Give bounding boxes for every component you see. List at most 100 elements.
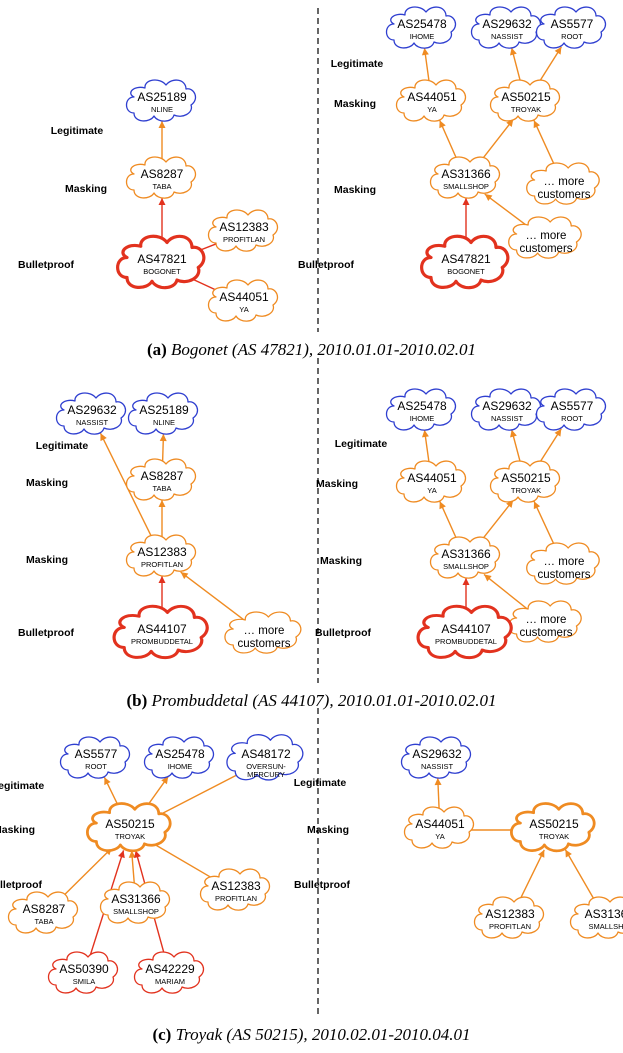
as-number: AS44051	[219, 290, 269, 304]
caption-b-text: Prombuddetal (AS 44107), 2010.01.01-2010…	[151, 691, 497, 710]
as-number: AS12383	[219, 220, 269, 234]
as-name: YA	[435, 832, 444, 841]
as-name: YA	[427, 105, 436, 114]
arrowhead	[118, 850, 125, 859]
arrowhead	[104, 777, 111, 786]
arrowhead	[439, 501, 446, 510]
as-number: AS50215	[501, 471, 551, 485]
arrowhead	[161, 776, 169, 785]
as-name: PROFITLAN	[489, 922, 531, 931]
as-number: AS25189	[137, 90, 187, 104]
arrowhead	[554, 428, 562, 437]
arrowhead	[462, 578, 470, 585]
arrowhead	[484, 194, 493, 202]
as-name: ROOT	[561, 32, 583, 41]
as-name: TROYAK	[511, 105, 541, 114]
caption-c-text: Troyak (AS 50215), 2010.02.01-2010.04.01	[175, 1025, 471, 1044]
edge	[484, 193, 528, 227]
as-number: AS50390	[59, 962, 109, 976]
as-number: AS8287	[23, 902, 66, 916]
arrowhead	[533, 501, 541, 510]
row-label-masking: Masking	[26, 554, 68, 566]
caption-a-tag: (a)	[146, 340, 167, 359]
arrowhead	[128, 850, 136, 858]
arrowhead	[533, 120, 541, 129]
as-name: ROOT	[85, 762, 107, 771]
arrowhead	[434, 777, 442, 786]
edge	[478, 118, 514, 165]
arrowhead	[158, 198, 166, 205]
edge	[533, 120, 557, 169]
arrowhead	[484, 574, 492, 582]
caption-c-tag: (c)	[152, 1025, 172, 1044]
arrowhead	[506, 500, 514, 508]
as-number: AS31366	[441, 167, 491, 181]
as-number: AS29632	[67, 403, 117, 417]
arrowhead	[421, 47, 429, 56]
as-name: SMALLSHOP	[113, 907, 159, 916]
as-number: AS29632	[412, 747, 462, 761]
as-name: TABA	[152, 484, 171, 493]
caption-c: (c) Troyak (AS 50215), 2010.02.01-2010.0…	[0, 1025, 623, 1045]
nodes-layer: AS25189NLINEAS8287TABAAS47821BOGONETAS12…	[7, 6, 623, 994]
as-number: AS5577	[75, 747, 118, 761]
row-label-masking: Masking	[26, 477, 68, 489]
as-number: AS25478	[397, 399, 447, 413]
as-name: NLINE	[151, 105, 173, 114]
row-label-bulletproof: Bulletproof	[18, 627, 74, 639]
row-label-bulletproof: Bulletproof	[18, 259, 74, 271]
more-customers-label: … more	[544, 176, 585, 188]
as-number: AS48172	[241, 747, 291, 761]
as-number: AS12383	[137, 545, 187, 559]
edge	[483, 573, 529, 610]
as-name: NASSIST	[491, 414, 524, 423]
as-number: AS25189	[139, 403, 189, 417]
row-label-bulletproof: Bulletproof	[0, 879, 42, 891]
as-number: AS12383	[485, 907, 535, 921]
arrowhead	[462, 198, 470, 205]
as-number: AS44107	[137, 622, 187, 636]
as-name: IHOME	[410, 414, 435, 423]
more-customers-label: customers	[519, 627, 572, 639]
edge	[517, 849, 545, 904]
as-node-as3136: AS3136SMALLSH	[569, 896, 623, 939]
as-number: AS3136	[585, 907, 623, 921]
as-name: BOGONET	[447, 267, 485, 276]
as-number: AS8287	[141, 167, 184, 181]
as-name: NASSIST	[491, 32, 524, 41]
as-name: TROYAK	[539, 832, 569, 841]
arrowhead	[159, 433, 167, 442]
row-labels: LegitimateMaskingBulletproofLegitimateMa…	[0, 58, 387, 891]
more-customers-label: … more	[544, 556, 585, 568]
as-number: AS29632	[482, 17, 532, 31]
as-name: NASSIST	[76, 418, 109, 427]
row-label-legitimate: Legitimate	[51, 125, 104, 137]
row-label-masking: Masking	[307, 824, 349, 836]
as-name: TROYAK	[115, 832, 145, 841]
arrowhead	[510, 429, 517, 438]
as-name: ROOT	[561, 414, 583, 423]
arrowhead	[421, 429, 429, 438]
as-number: AS5577	[551, 399, 594, 413]
as-name: OVERSUN-	[246, 762, 286, 771]
